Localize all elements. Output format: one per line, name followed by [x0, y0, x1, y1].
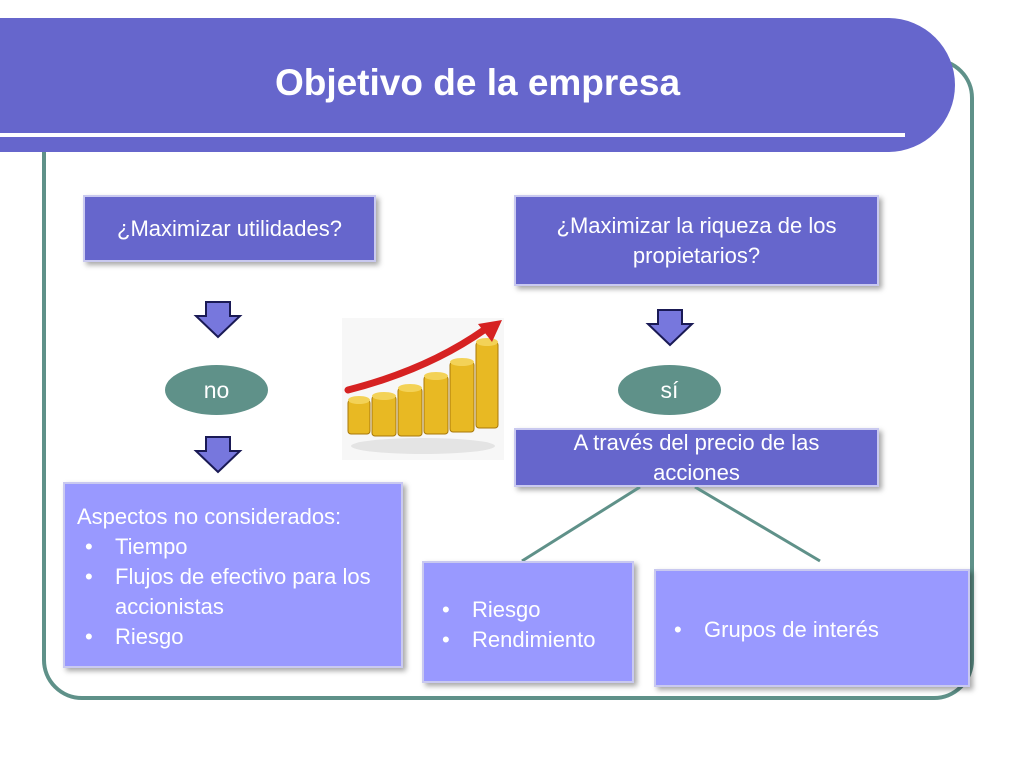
coins-growth-arrow-icon — [342, 318, 504, 460]
share-price-text: A través del precio de las acciones — [573, 429, 820, 485]
answer-yes-text: sí — [660, 376, 679, 403]
list-item: Rendimiento — [434, 625, 622, 655]
stakeholders-box: Grupos de interés — [654, 569, 970, 687]
share-price-box: A través del precio de las acciones — [514, 428, 879, 487]
question-maximize-profits: ¿Maximizar utilidades? — [83, 195, 376, 262]
down-arrow-icon — [193, 436, 243, 474]
down-arrow-icon — [645, 309, 695, 347]
risk-return-list: Riesgo Rendimiento — [434, 595, 622, 655]
question-maximize-wealth: ¿Maximizar la riqueza de los propietario… — [514, 195, 879, 286]
aspects-heading: Aspectos no considerados: — [77, 504, 342, 529]
stakeholders-list: Grupos de interés — [666, 615, 958, 645]
list-item: Riesgo — [434, 595, 622, 625]
title-bar — [0, 18, 955, 152]
answer-no-oval: no — [165, 365, 268, 415]
list-item: Tiempo — [77, 532, 389, 562]
risk-return-box: Riesgo Rendimiento — [422, 561, 634, 683]
question-maximize-profits-text: ¿Maximizar utilidades? — [117, 215, 342, 241]
list-item: Flujos de efectivo para los accionistas — [77, 562, 389, 622]
connector-lines — [521, 487, 821, 563]
title-underline — [0, 133, 905, 137]
answer-yes-oval: sí — [618, 365, 721, 415]
down-arrow-icon — [193, 301, 243, 339]
list-item: Grupos de interés — [666, 615, 958, 645]
slide-title: Objetivo de la empresa — [274, 62, 681, 103]
answer-no-text: no — [203, 376, 230, 403]
aspects-list: Tiempo Flujos de efectivo para los accio… — [77, 532, 389, 652]
question-maximize-wealth-text: ¿Maximizar la riqueza de los propietario… — [556, 212, 837, 268]
list-item: Riesgo — [77, 622, 389, 652]
aspects-box: Aspectos no considerados: Tiempo Flujos … — [63, 482, 403, 668]
